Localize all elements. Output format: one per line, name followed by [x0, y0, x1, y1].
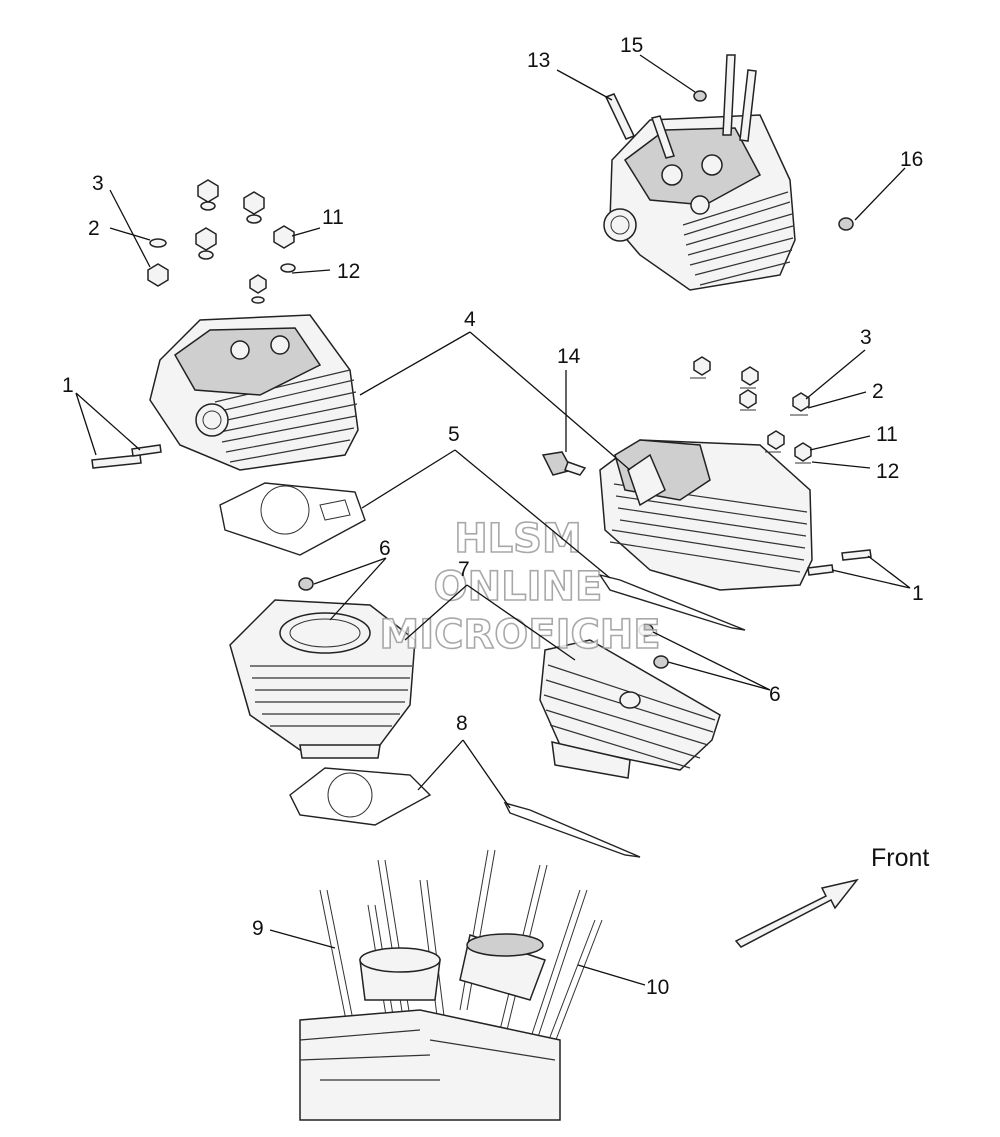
dowel-pins-rear	[807, 549, 872, 576]
callout-2-front: 2	[88, 217, 100, 240]
callout-11-rear: 11	[876, 423, 898, 446]
pushrods-and-crankcase	[299, 849, 603, 1121]
callout-12-rear: 12	[876, 460, 899, 483]
front-cylinder-head	[149, 314, 359, 471]
dowel-pins-front	[91, 444, 162, 469]
callout-16: 16	[900, 148, 923, 171]
head-nuts-rear	[690, 356, 812, 464]
head-studs-rear	[604, 54, 854, 231]
base-gasket-front	[289, 767, 432, 826]
callout-15: 15	[620, 34, 643, 57]
callout-14: 14	[557, 345, 581, 368]
temperature-sensor	[541, 451, 587, 476]
front-direction-arrow	[734, 878, 859, 948]
callout-6-front: 6	[379, 537, 391, 560]
rear-cylinder-head	[603, 114, 796, 291]
head-gasket-front	[219, 482, 366, 556]
callout-12-front: 12	[337, 260, 360, 283]
callout-2-rear: 2	[872, 380, 884, 403]
head-nuts-front	[147, 179, 296, 304]
watermark: HLSM ONLINE MICROFICHE	[379, 515, 662, 659]
cylinder-dowels	[298, 577, 669, 669]
callout-9: 9	[252, 917, 264, 940]
callout-11-front: 11	[322, 206, 344, 229]
base-gasket-rear	[503, 801, 641, 858]
callout-3-rear: 3	[860, 326, 872, 349]
front-label: Front	[871, 844, 929, 872]
callout-8: 8	[456, 712, 468, 735]
rear-head-assembly	[599, 439, 813, 591]
callout-13: 13	[527, 49, 550, 72]
leader-lines	[75, 54, 911, 986]
callout-7: 7	[458, 558, 470, 581]
callout-numbers: 1 2 3 11 12 13 15 16 4 14 3 2 11 12 1 5 …	[62, 34, 924, 999]
head-gasket-rear	[598, 573, 746, 631]
watermark-line-2: ONLINE	[434, 564, 603, 610]
callout-1-front-dowels: 1	[62, 374, 74, 397]
callout-4: 4	[464, 308, 476, 331]
front-cylinder	[229, 599, 416, 759]
watermark-line-3: MICROFICHE	[379, 612, 660, 658]
callout-5: 5	[448, 423, 460, 446]
callout-3-front: 3	[92, 172, 104, 195]
callout-10: 10	[646, 976, 669, 999]
callout-1-rear-dowels: 1	[912, 582, 924, 605]
callout-6-rear: 6	[769, 683, 781, 706]
watermark-line-1: HLSM	[454, 516, 582, 562]
rear-cylinder	[539, 639, 721, 779]
